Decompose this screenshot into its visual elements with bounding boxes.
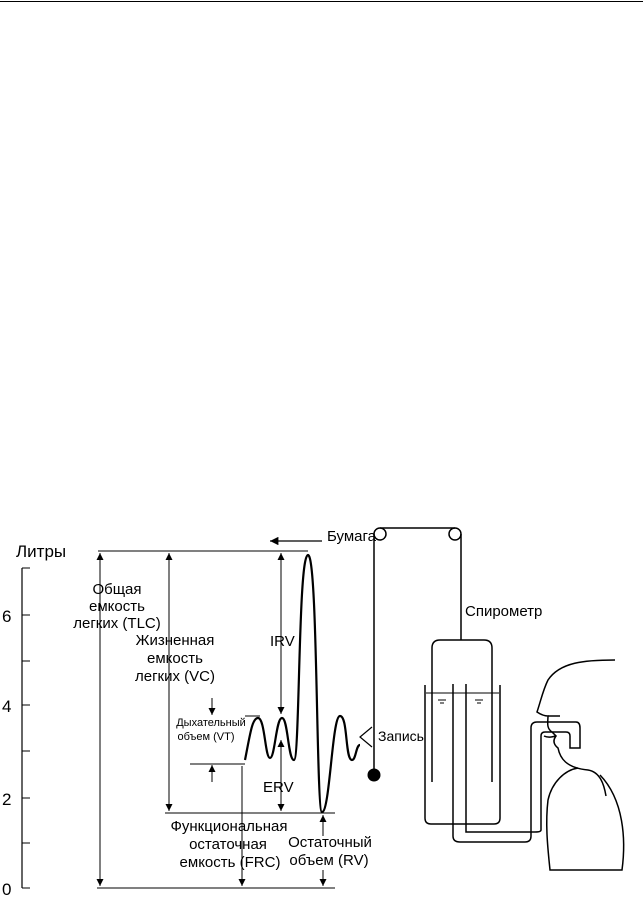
reference-lines xyxy=(97,550,335,889)
patient-silhouette xyxy=(536,659,625,871)
tick-label-0: 0 xyxy=(2,880,11,899)
svg-text:объем (VT): объем (VT) xyxy=(177,731,234,743)
spirometer-label: Спирометр xyxy=(465,603,542,620)
svg-text:емкость: емкость xyxy=(147,650,203,667)
svg-text:емкость (FRC): емкость (FRC) xyxy=(180,854,281,871)
svg-text:Жизненная: Жизненная xyxy=(136,632,215,649)
spirogram-trace xyxy=(243,553,361,814)
top-rule xyxy=(0,1,643,2)
svg-text:емкость: емкость xyxy=(89,598,145,615)
svg-text:объем (RV): объем (RV) xyxy=(289,852,368,869)
svg-text:Дыхательный: Дыхательный xyxy=(176,717,246,729)
tick-label-4: 4 xyxy=(2,697,11,716)
erv-label: ERV xyxy=(263,779,294,796)
right-pulley xyxy=(448,527,462,541)
axis-unit-label: Литры xyxy=(16,542,66,561)
frc-label: Функциональная остаточная емкость (FRC) xyxy=(170,818,287,871)
vt-label: Дыхательный объем (VT) xyxy=(176,717,246,743)
svg-text:Общая: Общая xyxy=(92,581,141,598)
paper-label: Бумага xyxy=(327,528,377,545)
tlc-label: Общая емкость легких (TLC) xyxy=(73,581,161,632)
svg-text:легких (TLC): легких (TLC) xyxy=(73,615,161,632)
svg-text:легких (VC): легких (VC) xyxy=(135,668,215,685)
spirometer-apparatus xyxy=(367,527,581,843)
vc-label: Жизненная емкость легких (VC) xyxy=(135,632,215,685)
recording-label: Запись xyxy=(378,728,424,744)
svg-text:остаточная: остаточная xyxy=(189,836,267,853)
rv-label: Остаточный объем (RV) xyxy=(288,834,372,869)
recording-pen xyxy=(359,726,373,748)
svg-text:Функциональная: Функциональная xyxy=(170,818,287,835)
tick-label-6: 6 xyxy=(2,607,11,626)
volume-axis: Литры 6 4 2 0 xyxy=(2,542,66,899)
counterweight xyxy=(367,768,381,782)
tick-label-2: 2 xyxy=(2,790,11,809)
irv-label: IRV xyxy=(270,633,295,650)
svg-text:Остаточный: Остаточный xyxy=(288,834,372,851)
